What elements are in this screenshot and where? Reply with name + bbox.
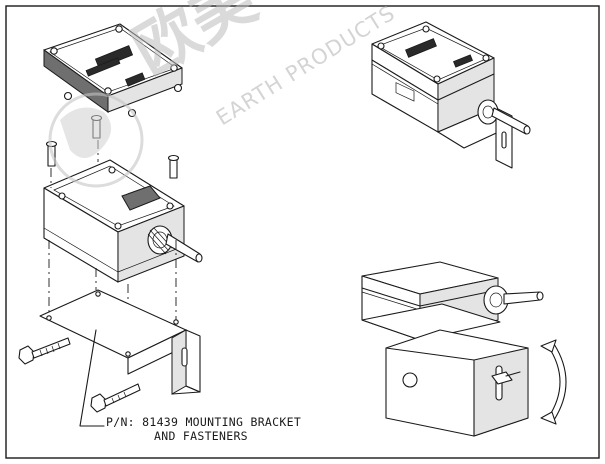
mounting-bracket	[39, 289, 201, 395]
drawing-frame	[5, 5, 600, 459]
detail-view	[361, 261, 567, 437]
enclosure-body	[43, 159, 185, 283]
bracket-bolt-1	[18, 337, 71, 365]
enclosure-lid	[43, 23, 183, 118]
cable-gland	[147, 225, 203, 263]
assembled-view	[371, 21, 531, 169]
watermark: 欧美 EARTH PRODUCTS	[48, 0, 399, 188]
exploded-view	[18, 23, 203, 427]
callout-leader	[79, 329, 105, 427]
bracket-bolt-2	[90, 383, 141, 413]
callout-part-number: P/N: 81439 MOUNTING BRACKET	[106, 415, 301, 429]
callout-fasteners: AND FASTENERS	[154, 429, 248, 443]
